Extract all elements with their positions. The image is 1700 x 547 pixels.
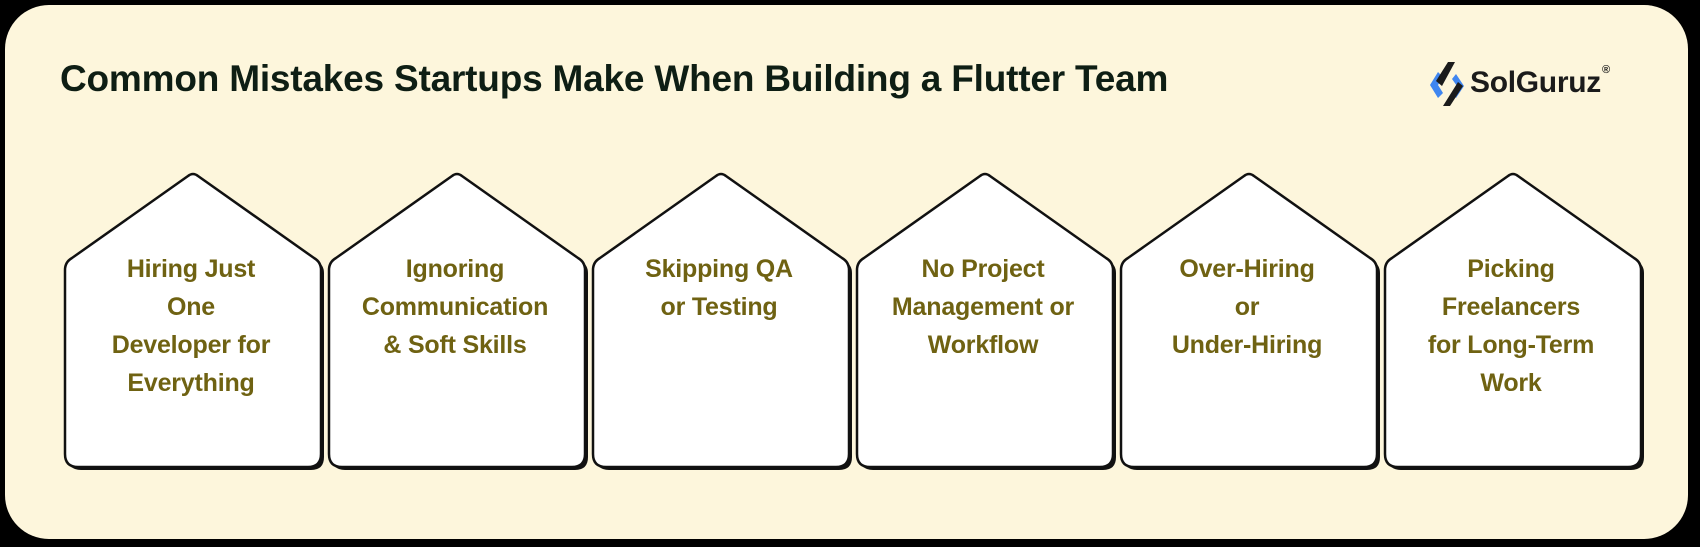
card-label: No Project Management or Workflow <box>891 255 1075 359</box>
card-label: Ignoring Communication & Soft Skills <box>361 255 549 359</box>
registered-mark: ® <box>1601 64 1611 76</box>
house-shape-icon <box>1383 172 1644 470</box>
mistake-card: Ignoring Communication & Soft Skills <box>326 172 588 472</box>
house-shape-icon <box>855 172 1116 470</box>
solguruz-brackets-logo-icon <box>1430 62 1464 106</box>
mistake-card: No Project Management or Workflow <box>854 172 1116 472</box>
card-label: Skipping QA or Testing <box>645 255 793 321</box>
card-label: Picking Freelancers for Long-Term Work <box>1427 255 1595 397</box>
page-title: Common Mistakes Startups Make When Build… <box>60 58 1169 99</box>
house-shape-icon <box>1119 172 1380 470</box>
mistake-card: Hiring Just One Developer for Everything <box>62 172 324 472</box>
logo-wordmark: SolGuruz <box>1470 66 1601 99</box>
house-shape-icon <box>327 172 588 470</box>
card-label: Over-Hiring or Under-Hiring <box>1171 255 1323 359</box>
mistake-card: Picking Freelancers for Long-Term Work <box>1382 172 1644 472</box>
mistake-card: Skipping QA or Testing <box>590 172 852 472</box>
house-shape-icon <box>63 172 324 470</box>
brand-logo: SolGuruz ® <box>1428 58 1610 108</box>
mistake-card: Over-Hiring or Under-Hiring <box>1118 172 1380 472</box>
card-label: Hiring Just One Developer for Everything <box>111 255 271 397</box>
house-shape-icon <box>591 172 852 470</box>
